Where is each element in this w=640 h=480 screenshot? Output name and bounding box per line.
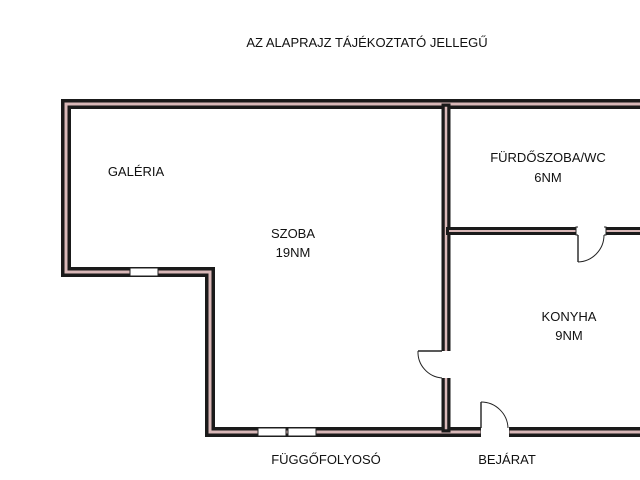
window-corridor-right <box>287 427 317 437</box>
entrance-label: BEJÁRAT <box>478 452 536 467</box>
door-bathroom <box>577 226 605 263</box>
windows <box>129 226 607 437</box>
room-label-galeria: GALÉRIA <box>108 164 165 179</box>
doors <box>417 226 605 437</box>
corridor-label: FÜGGŐFOLYOSÓ <box>271 452 381 467</box>
room-label-szoba: SZOBA <box>271 226 315 241</box>
exterior-walls <box>61 99 640 437</box>
door-entrance <box>480 401 509 437</box>
window-galeria <box>129 267 159 277</box>
door-szoba <box>417 350 451 379</box>
room-label-furdo: FÜRDŐSZOBA/WC <box>490 150 606 165</box>
room-area-szoba: 19NM <box>276 245 311 260</box>
door-szoba-arc <box>417 350 443 379</box>
outer-wall-core <box>64 102 640 434</box>
window-corridor-left <box>257 427 287 437</box>
room-area-konyha: 9NM <box>555 328 582 343</box>
room-area-furdo: 6NM <box>534 170 561 185</box>
room-label-konyha: KONYHA <box>542 309 597 324</box>
door-bathroom-arc <box>577 234 605 263</box>
door-entrance-arc <box>480 401 509 429</box>
plan-disclaimer: AZ ALAPRAJZ TÁJÉKOZTATÓ JELLEGŰ <box>246 35 487 50</box>
